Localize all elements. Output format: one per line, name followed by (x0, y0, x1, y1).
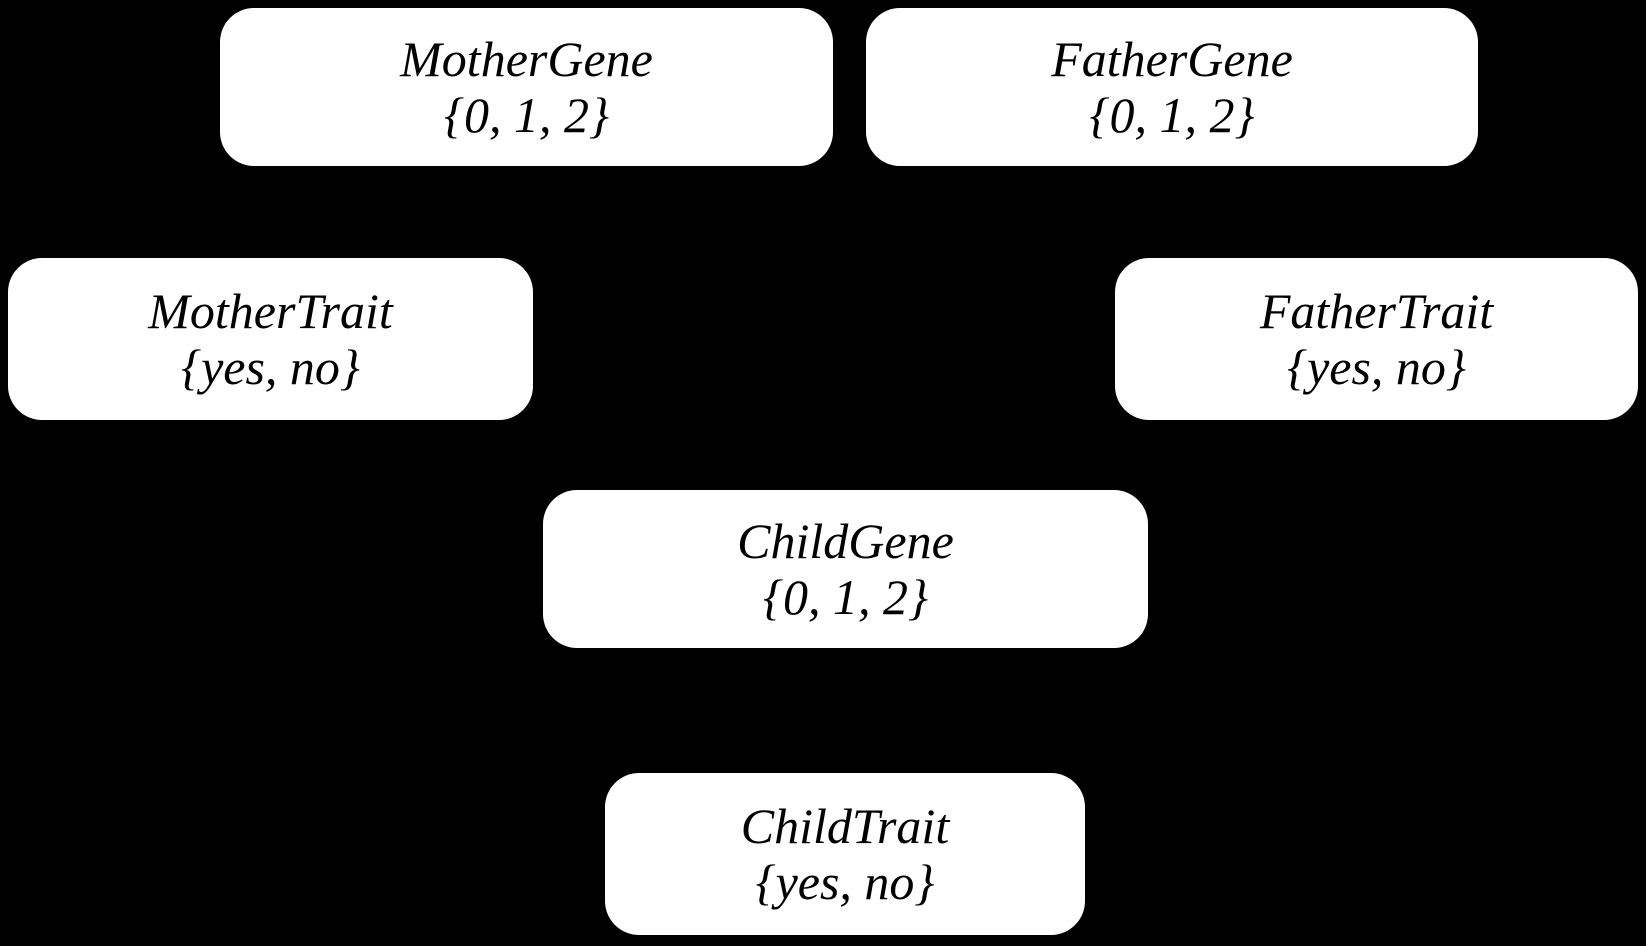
node-mother-trait-label: MotherTrait (148, 283, 393, 339)
node-mother-trait[interactable]: MotherTrait {yes, no} (8, 258, 533, 420)
node-father-trait-label: FatherTrait (1259, 283, 1494, 339)
node-father-trait-domain: {yes, no} (1287, 339, 1466, 395)
node-mother-gene-label: MotherGene (400, 31, 653, 87)
node-father-trait[interactable]: FatherTrait {yes, no} (1115, 258, 1638, 420)
node-father-gene[interactable]: FatherGene {0, 1, 2} (866, 8, 1478, 166)
node-child-gene-domain: {0, 1, 2} (763, 569, 928, 625)
node-child-trait-label: ChildTrait (740, 798, 950, 854)
node-mother-gene[interactable]: MotherGene {0, 1, 2} (220, 8, 833, 166)
node-father-gene-label: FatherGene (1051, 31, 1293, 87)
node-mother-gene-domain: {0, 1, 2} (444, 87, 609, 143)
node-mother-trait-domain: {yes, no} (181, 339, 360, 395)
node-child-trait[interactable]: ChildTrait {yes, no} (605, 773, 1085, 935)
node-child-trait-domain: {yes, no} (755, 854, 935, 910)
node-child-gene[interactable]: ChildGene {0, 1, 2} (543, 490, 1148, 648)
node-child-gene-label: ChildGene (737, 513, 954, 569)
node-father-gene-domain: {0, 1, 2} (1089, 87, 1255, 143)
